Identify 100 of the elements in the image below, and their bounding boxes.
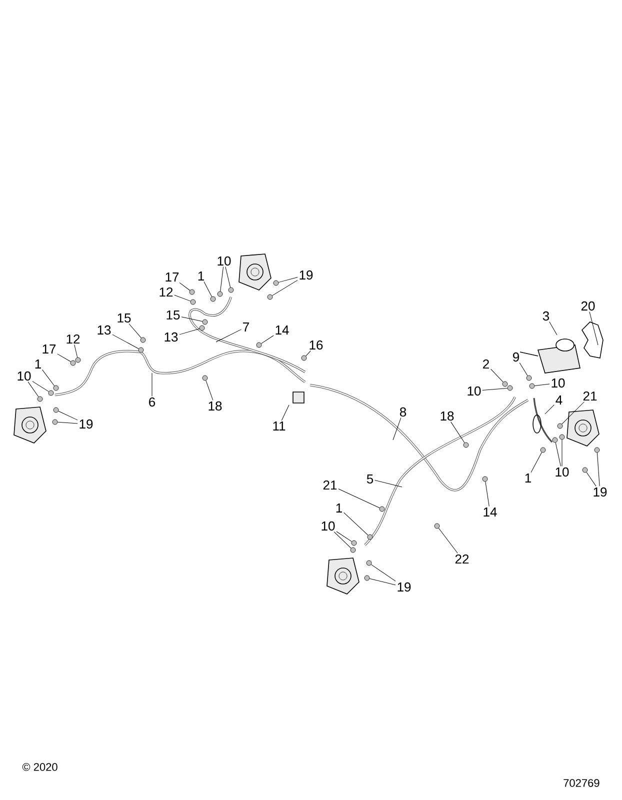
fitting [526,375,532,381]
fitting [351,540,357,546]
callout-number: 18 [208,401,222,411]
callout-number: 19 [398,582,411,592]
leader-line [112,334,139,349]
fitting [138,347,144,353]
fitting [75,357,81,363]
callout-number: 10 [322,521,335,531]
leader-line [216,329,242,342]
callout-number: 12 [66,334,80,344]
fitting [267,294,273,300]
fitting [202,375,208,381]
leader-line [374,480,402,488]
fitting [189,289,195,295]
fitting [53,407,59,413]
callout-number: 1 [336,504,342,512]
leader-line [42,369,55,386]
leader-line [334,532,352,548]
callout-number: 10 [552,378,565,388]
fitting [540,447,546,453]
fitting [367,534,373,540]
callout-number: 13 [164,332,178,342]
fitting [350,547,356,553]
fitting [202,319,208,325]
leader-line [338,488,380,508]
fitting [210,296,216,302]
callout-number: 21 [323,480,337,490]
callout-number: 10 [18,371,31,381]
callout-number: 15 [166,310,180,320]
leader-line [225,266,231,288]
leader-line [128,324,142,338]
callout-number: 13 [98,325,111,335]
fitting [273,280,279,286]
fitting [228,287,234,293]
callout-number: 19 [594,487,607,497]
callout-number: 19 [80,419,93,429]
fitting [594,447,600,453]
leader-line [344,512,368,536]
fitting [70,360,76,366]
figure-number: 702769 [564,779,600,787]
fitting [559,434,565,440]
fitting [217,291,223,297]
callout-number: 19 [300,270,313,280]
fitting [140,337,146,343]
leader-line [370,564,396,582]
leader-line [534,384,550,386]
callout-number: 1 [525,474,531,482]
leader-line [485,481,490,507]
fitting [502,381,508,387]
leader-line [530,452,542,473]
leader-line [549,322,558,336]
callout-number: 14 [276,326,289,334]
callout-number: 12 [160,287,173,297]
callout-number: 10 [468,386,481,396]
fitting [37,396,43,402]
leader-line [544,404,554,414]
callout-number: 21 [583,391,597,401]
fitting [529,383,535,389]
callout-number: 11 [273,422,286,430]
fitting [379,506,385,512]
callout-number: 3 [542,311,550,321]
leader-line [369,578,396,586]
leader-line [179,282,190,291]
fitting [557,423,563,429]
leader-line [278,277,298,283]
leader-line [206,380,214,400]
callout-number: 17 [166,272,179,282]
leader-line [562,402,585,424]
leader-line [519,362,528,376]
fitting [256,342,262,348]
copyright-text: © 2020 [22,763,58,771]
callout-number: 5 [366,474,374,484]
fitting [507,385,513,391]
leader-line [174,294,191,302]
leader-line [57,422,78,424]
leader-line [179,328,200,335]
fitting [364,575,370,581]
callout-number: 4 [556,396,562,404]
fitting [366,560,372,566]
leader-line [336,531,352,542]
leader-line [28,382,39,398]
callout-number: 9 [513,352,519,362]
fitting [301,355,307,361]
leader-line [220,266,224,292]
callout-number: 18 [440,411,454,421]
leader-line [555,442,561,466]
leader-line [596,452,600,486]
leader-line [58,410,78,420]
callout-number: 10 [556,467,569,477]
callout-number: 17 [42,344,56,354]
leader-line [181,316,203,322]
fitting [52,419,58,425]
leader-line [281,404,290,421]
leader-line [490,368,504,382]
leader-line [261,335,274,344]
fitting [199,325,205,331]
fitting [582,467,588,473]
leader-line [32,381,49,392]
fitting [48,390,54,396]
fitting [190,299,196,305]
